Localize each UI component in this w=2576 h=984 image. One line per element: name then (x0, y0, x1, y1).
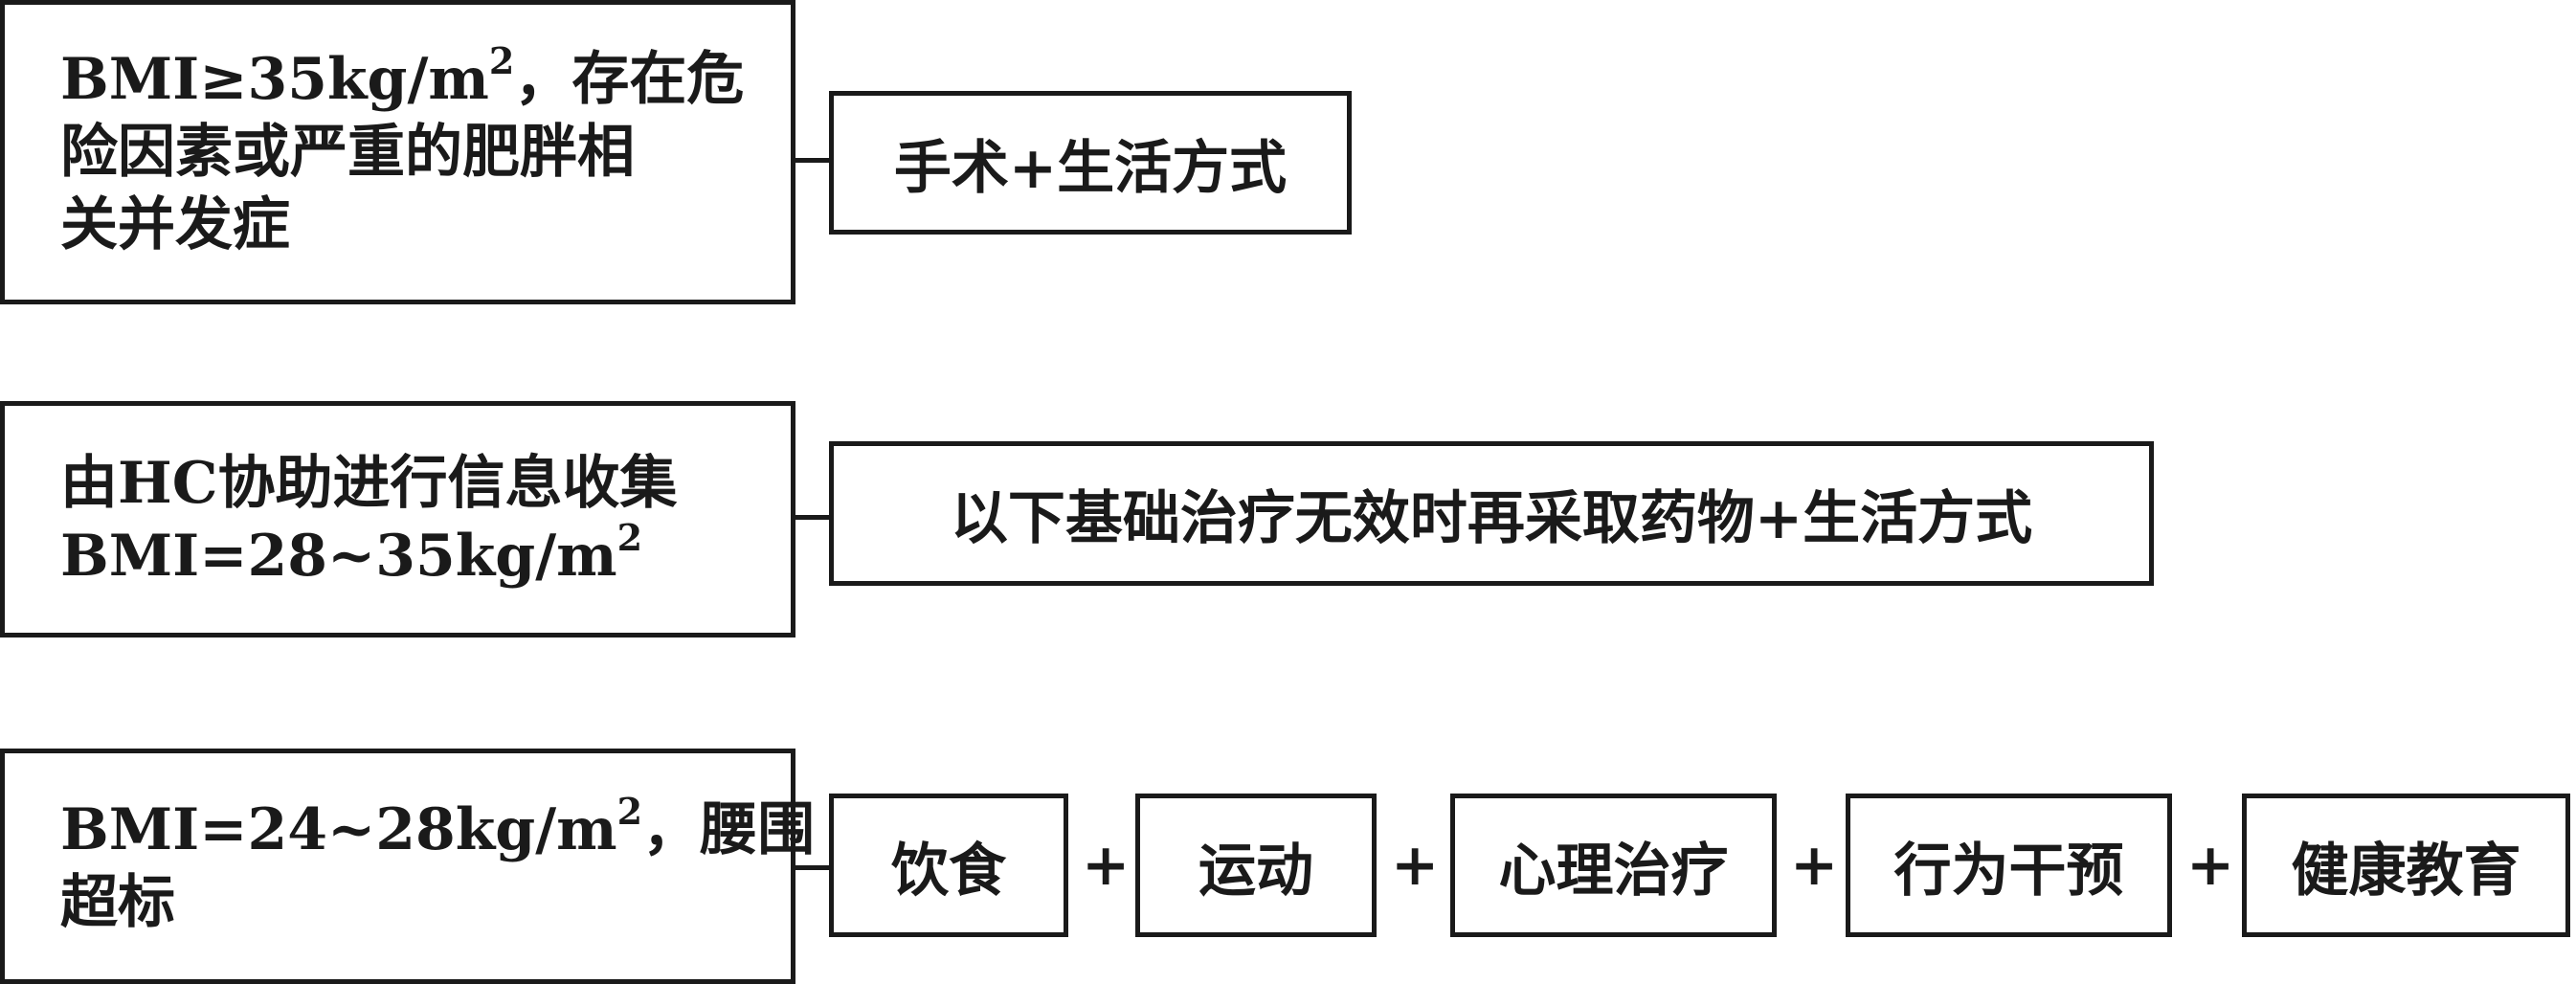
treatment-box-medication: 以下基础治疗无效时再采取药物+生活方式 (829, 441, 2154, 586)
connector-line (795, 865, 831, 870)
superscript: 2 (616, 790, 643, 833)
condition-text: 由HC协助进行信息收集 (60, 449, 678, 517)
condition-box-bmi-24-28: BMI=24~28kg/m2，腰围 超标 (0, 749, 815, 984)
treatment-box-health-education: 健康教育 (2242, 794, 2570, 937)
plus-sign: + (1790, 832, 1839, 899)
condition-text: BMI≥35kg/m (60, 46, 489, 113)
connector-line (795, 515, 831, 520)
condition-text: BMI=28~35kg/m (60, 522, 617, 590)
treatment-text: 饮食 (891, 837, 1006, 905)
treatment-text: 以下基础治疗无效时再采取药物+生活方式 (950, 485, 2033, 552)
treatment-text: 行为干预 (1893, 837, 2124, 905)
condition-text: ，腰围 (642, 796, 816, 863)
connector-line (795, 158, 831, 163)
condition-text: ，存在危 (514, 46, 745, 113)
treatment-box-diet: 饮食 (829, 794, 1068, 937)
treatment-box-behavioral-intervention: 行为干预 (1846, 794, 2172, 937)
treatment-text: 手术+生活方式 (893, 134, 1288, 202)
treatment-text: 心理治疗 (1498, 837, 1729, 905)
condition-text: 关并发症 (60, 191, 290, 258)
superscript: 2 (488, 39, 515, 82)
treatment-text: 健康教育 (2291, 837, 2521, 905)
condition-text: 险因素或严重的肥胖相 (60, 119, 635, 186)
condition-box-bmi-35: BMI≥35kg/m2，存在危 险因素或严重的肥胖相 关并发症 (0, 0, 795, 304)
plus-sign: + (1082, 832, 1131, 899)
treatment-box-exercise: 运动 (1135, 794, 1377, 937)
treatment-box-surgery: 手术+生活方式 (829, 91, 1352, 235)
plus-sign: + (1391, 832, 1440, 899)
treatment-box-psychotherapy: 心理治疗 (1450, 794, 1777, 937)
plus-sign: + (2186, 832, 2235, 899)
condition-box-bmi-28-35: 由HC协助进行信息收集 BMI=28~35kg/m2 (0, 401, 795, 637)
treatment-text: 运动 (1198, 837, 1313, 905)
condition-text: 超标 (60, 869, 175, 936)
condition-text: BMI=24~28kg/m (60, 796, 617, 863)
superscript: 2 (616, 515, 643, 559)
